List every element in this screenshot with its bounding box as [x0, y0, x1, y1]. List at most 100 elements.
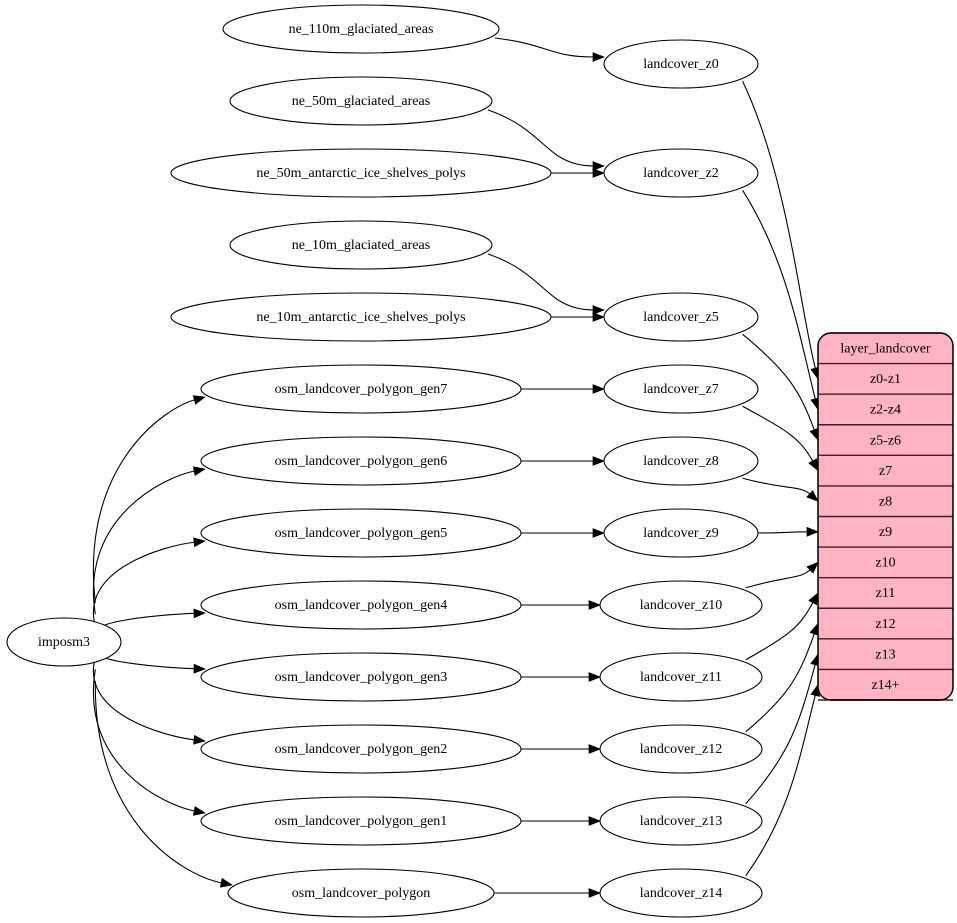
- node-label: osm_landcover_polygon_gen7: [275, 382, 448, 397]
- layer-table-row-z12[interactable]: z12: [818, 608, 953, 639]
- layer-table-row-z0-z1[interactable]: z0-z1: [818, 364, 953, 395]
- node-label: osm_landcover_polygon_gen2: [275, 742, 448, 757]
- osm-node-ellipse: [200, 724, 522, 774]
- layer-table-row-z5-z6[interactable]: z5-z6: [818, 425, 953, 456]
- source-node-ellipse: [6, 617, 122, 667]
- node-label: osm_landcover_polygon_gen5: [275, 526, 448, 541]
- node-landcover_z5[interactable]: landcover_z5: [603, 292, 759, 342]
- layer-table-row-z14+[interactable]: z14+: [818, 669, 953, 700]
- node-landcover_z11[interactable]: landcover_z11: [599, 652, 763, 702]
- landcover-node-ellipse: [599, 724, 763, 774]
- node-osm_landcover_polygon_gen2[interactable]: osm_landcover_polygon_gen2: [200, 724, 522, 774]
- edge-imposm3-to-osm_landcover_polygon_gen6: [92, 470, 196, 615]
- landcover-node-ellipse: [603, 436, 759, 486]
- landcover-node-ellipse: [603, 148, 759, 198]
- node-osm_landcover_polygon[interactable]: osm_landcover_polygon: [227, 868, 495, 918]
- edge-landcover_z10-to-table-z10: [745, 568, 812, 589]
- node-label: landcover_z5: [643, 310, 718, 325]
- edge-landcover_z9-to-table-z9: [757, 531, 809, 534]
- edge-landcover_z5-to-table-z5-z6: [742, 333, 816, 431]
- node-label: osm_landcover_polygon_gen4: [275, 598, 448, 613]
- natural-earth-node-ellipse: [170, 148, 552, 198]
- node-landcover_z12[interactable]: landcover_z12: [599, 724, 763, 774]
- node-landcover_z8[interactable]: landcover_z8: [603, 436, 759, 486]
- layer-table-row-z13[interactable]: z13: [818, 639, 953, 670]
- node-landcover_z2[interactable]: landcover_z2: [603, 148, 759, 198]
- node-landcover_z14[interactable]: landcover_z14: [599, 868, 763, 918]
- node-ne_50m_glaciated_areas[interactable]: ne_50m_glaciated_areas: [229, 76, 493, 126]
- layer-table-row-label: z8: [879, 494, 892, 509]
- osm-node-ellipse: [227, 868, 495, 918]
- osm-node-ellipse: [200, 652, 522, 702]
- node-label: landcover_z9: [643, 526, 718, 541]
- node-ne_110m_glaciated_areas[interactable]: ne_110m_glaciated_areas: [222, 4, 500, 54]
- node-landcover_z9[interactable]: landcover_z9: [603, 508, 759, 558]
- node-osm_landcover_polygon_gen7[interactable]: osm_landcover_polygon_gen7: [200, 364, 522, 414]
- node-label: landcover_z2: [643, 166, 718, 181]
- node-ne_10m_antarctic_ice_shelves_polys[interactable]: ne_10m_antarctic_ice_shelves_polys: [170, 292, 552, 342]
- landcover-node-ellipse: [603, 508, 759, 558]
- layer-table-row-label: z5-z6: [870, 433, 901, 448]
- layer-table-row-label: z14+: [871, 678, 899, 693]
- node-label: landcover_z11: [640, 670, 722, 685]
- node-osm_landcover_polygon_gen1[interactable]: osm_landcover_polygon_gen1: [200, 796, 522, 846]
- landcover-node-ellipse: [599, 580, 763, 630]
- edge-imposm3-to-osm_landcover_polygon_gen7: [93, 399, 196, 603]
- nodes-layer: imposm3 ne_110m_glaciated_areas ne_50m_gla…: [6, 4, 763, 918]
- node-label: imposm3: [38, 635, 90, 650]
- layer-table-row-z7[interactable]: z7: [818, 455, 953, 486]
- natural-earth-node-ellipse: [170, 292, 552, 342]
- layer-table-row-label: z10: [875, 556, 895, 571]
- edge-landcover_z14-to-table-z14+: [745, 694, 817, 877]
- edge-ne_110m_glaciated_areas-to-landcover_z0: [494, 37, 595, 58]
- node-label: ne_50m_antarctic_ice_shelves_polys: [256, 166, 465, 181]
- node-label: ne_50m_glaciated_areas: [292, 94, 430, 109]
- node-imposm3[interactable]: imposm3: [6, 617, 122, 667]
- edge-ne_50m_glaciated_areas-to-landcover_z2: [487, 109, 595, 167]
- node-ne_10m_glaciated_areas[interactable]: ne_10m_glaciated_areas: [229, 220, 493, 270]
- natural-earth-node-ellipse: [229, 220, 493, 270]
- layer-table-row-label: z13: [875, 647, 895, 662]
- layer-table-row-label: z12: [875, 617, 895, 632]
- osm-node-ellipse: [200, 436, 522, 486]
- node-ne_50m_antarctic_ice_shelves_polys[interactable]: ne_50m_antarctic_ice_shelves_polys: [170, 148, 552, 198]
- layer-table-row-z8[interactable]: z8: [818, 486, 953, 517]
- layer-table-row-label: z0-z1: [870, 372, 901, 387]
- edge-imposm3-to-osm_landcover_polygon: [94, 680, 223, 884]
- edge-landcover_z0-to-table-z0-z1: [742, 81, 817, 370]
- layer-table-row-z2-z4[interactable]: z2-z4: [818, 394, 953, 425]
- landcover-node-ellipse: [599, 868, 763, 918]
- node-label: osm_landcover_polygon: [292, 886, 430, 901]
- osm-node-ellipse: [200, 508, 522, 558]
- node-osm_landcover_polygon_gen6[interactable]: osm_landcover_polygon_gen6: [200, 436, 522, 486]
- edge-landcover_z12-to-table-z12: [745, 632, 816, 733]
- landcover-node-ellipse: [603, 364, 759, 414]
- node-landcover_z0[interactable]: landcover_z0: [603, 39, 759, 89]
- edge-imposm3-to-osm_landcover_polygon_gen1: [92, 669, 196, 812]
- layer-table-border: [817, 332, 954, 701]
- natural-earth-node-ellipse: [222, 4, 500, 54]
- edge-landcover_z8-to-table-z8: [742, 477, 811, 495]
- layer-table-row-label: z2-z4: [870, 403, 901, 418]
- node-label: osm_landcover_polygon_gen6: [275, 454, 448, 469]
- edge-ne_10m_glaciated_areas-to-landcover_z5: [487, 253, 595, 311]
- edges-layer: [92, 37, 820, 898]
- layer-table-row-label: z11: [876, 586, 896, 601]
- node-osm_landcover_polygon_gen4[interactable]: osm_landcover_polygon_gen4: [200, 580, 522, 630]
- node-landcover_z7[interactable]: landcover_z7: [603, 364, 759, 414]
- node-landcover_z10[interactable]: landcover_z10: [599, 580, 763, 630]
- node-label: ne_10m_glaciated_areas: [292, 238, 430, 253]
- layer-table-row-label: z9: [879, 525, 892, 540]
- edge-imposm3-to-osm_landcover_polygon_gen2: [92, 657, 196, 741]
- layer-table-row-z10[interactable]: z10: [818, 547, 953, 578]
- node-osm_landcover_polygon_gen5[interactable]: osm_landcover_polygon_gen5: [200, 508, 522, 558]
- layer-table-title: layer_landcover: [840, 342, 931, 357]
- node-osm_landcover_polygon_gen3[interactable]: osm_landcover_polygon_gen3: [200, 652, 522, 702]
- layer-landcover-table: layer_landcover z0-z1 z2-z4 z5-z6 z7 z8 z9 z10 z…: [817, 332, 954, 701]
- layer-table-row-z11[interactable]: z11: [818, 578, 953, 609]
- node-landcover_z13[interactable]: landcover_z13: [599, 796, 763, 846]
- landcover-node-ellipse: [603, 292, 759, 342]
- landcover-node-ellipse: [603, 39, 759, 89]
- natural-earth-node-ellipse: [229, 76, 493, 126]
- layer-table-row-z9[interactable]: z9: [818, 517, 953, 548]
